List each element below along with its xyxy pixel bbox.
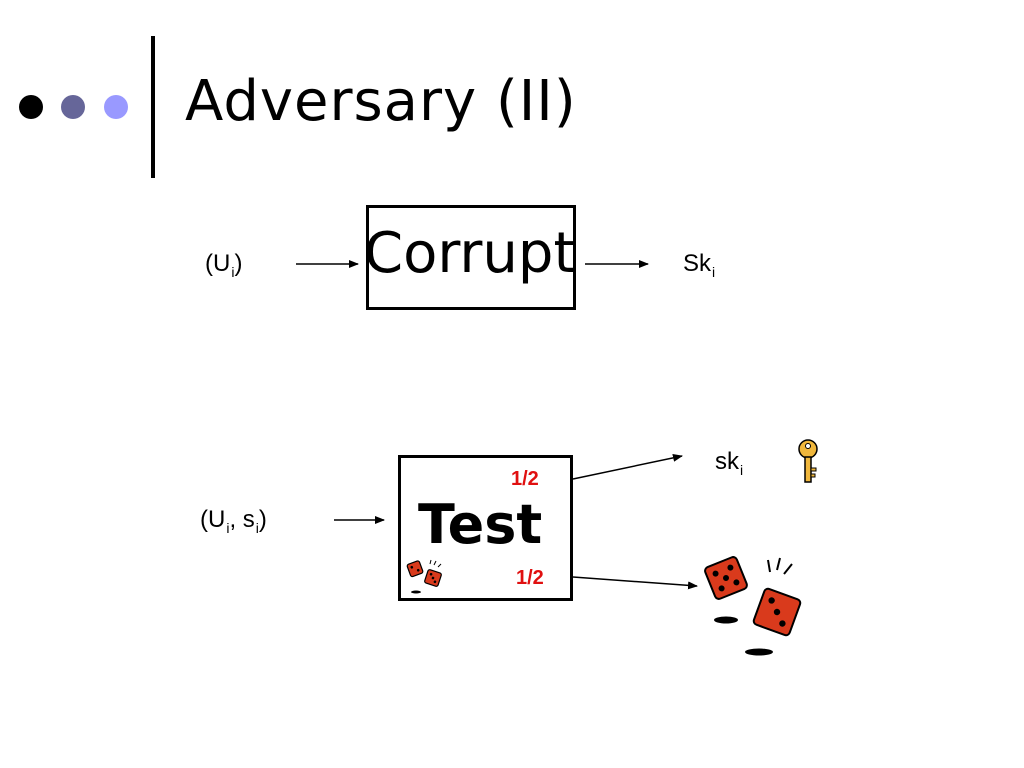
bullet-dot-2: [61, 95, 85, 119]
bullet-dot-1: [19, 95, 43, 119]
test-label: Test: [418, 493, 543, 556]
slide-title: Adversary (II): [185, 69, 577, 134]
dice-large-icon: [704, 556, 802, 656]
dice-small-icon: [406, 559, 442, 594]
bullet-dot-3: [104, 95, 128, 119]
prob-top: 1/2: [511, 468, 539, 490]
arrow-test-out-key: [572, 453, 683, 480]
corrupt-label: Corrupt: [364, 221, 576, 286]
title-divider: [151, 36, 155, 178]
key-icon: [798, 439, 818, 483]
corrupt-output: Ski: [683, 250, 716, 280]
prob-bottom: 1/2: [516, 567, 544, 589]
corrupt-box: [366, 205, 576, 310]
arrow-test-out-dice: [572, 576, 698, 590]
test-output-key: ski: [715, 448, 744, 478]
test-input: (Ui, si): [200, 506, 267, 536]
corrupt-input: (Ui): [205, 250, 243, 280]
